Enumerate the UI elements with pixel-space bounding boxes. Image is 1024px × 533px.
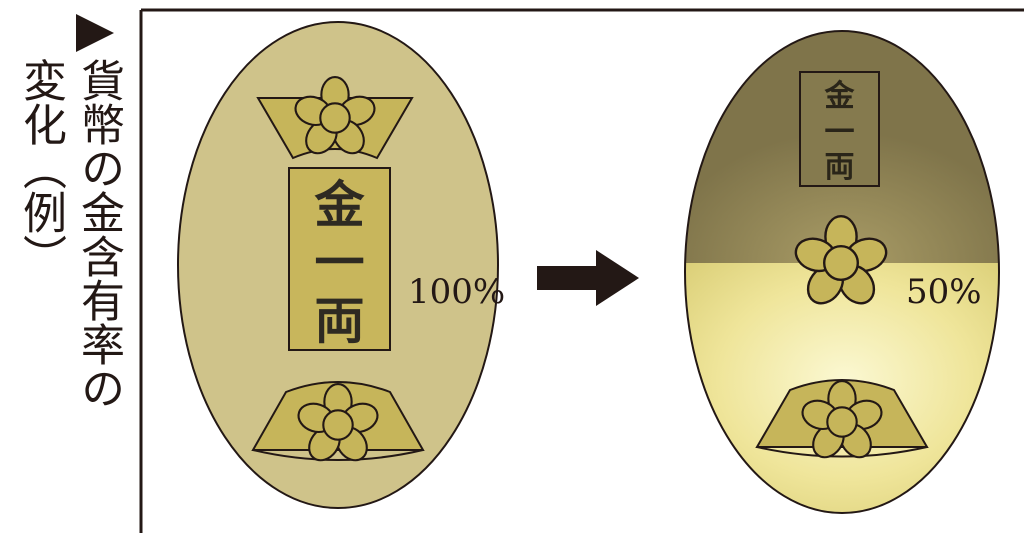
stamp-char-3: 両 [825,150,855,185]
coin-debased: 金 一 両 50% [684,30,1000,514]
coin-full-gold: 金 一 両 100% [177,21,505,509]
stamp-char-1: 金 [315,175,366,234]
stamp-char-3: 両 [315,291,365,350]
bottom-fan-emblem [251,381,425,468]
top-fan-emblem [256,76,414,161]
gold-percent-label-100: 100% [408,272,505,312]
title-line-2: 変化（例） [15,58,66,278]
triangle-marker-icon [76,14,114,52]
bottom-fan-emblem [755,379,929,465]
stamp-char-2: 一 [825,115,855,150]
gold-percent-label-50: 50% [906,272,982,312]
right-arrow-icon [537,250,639,306]
title-line-1: 貨幣の金含有率の [73,58,124,410]
stamp-panel: 金 一 両 [288,167,391,351]
stamp-panel: 金 一 両 [799,71,880,187]
stamp-char-1: 金 [824,79,856,114]
stamp-char-2: 一 [315,233,365,292]
title-area: 貨幣の金含有率の 変化（例） [0,0,150,533]
